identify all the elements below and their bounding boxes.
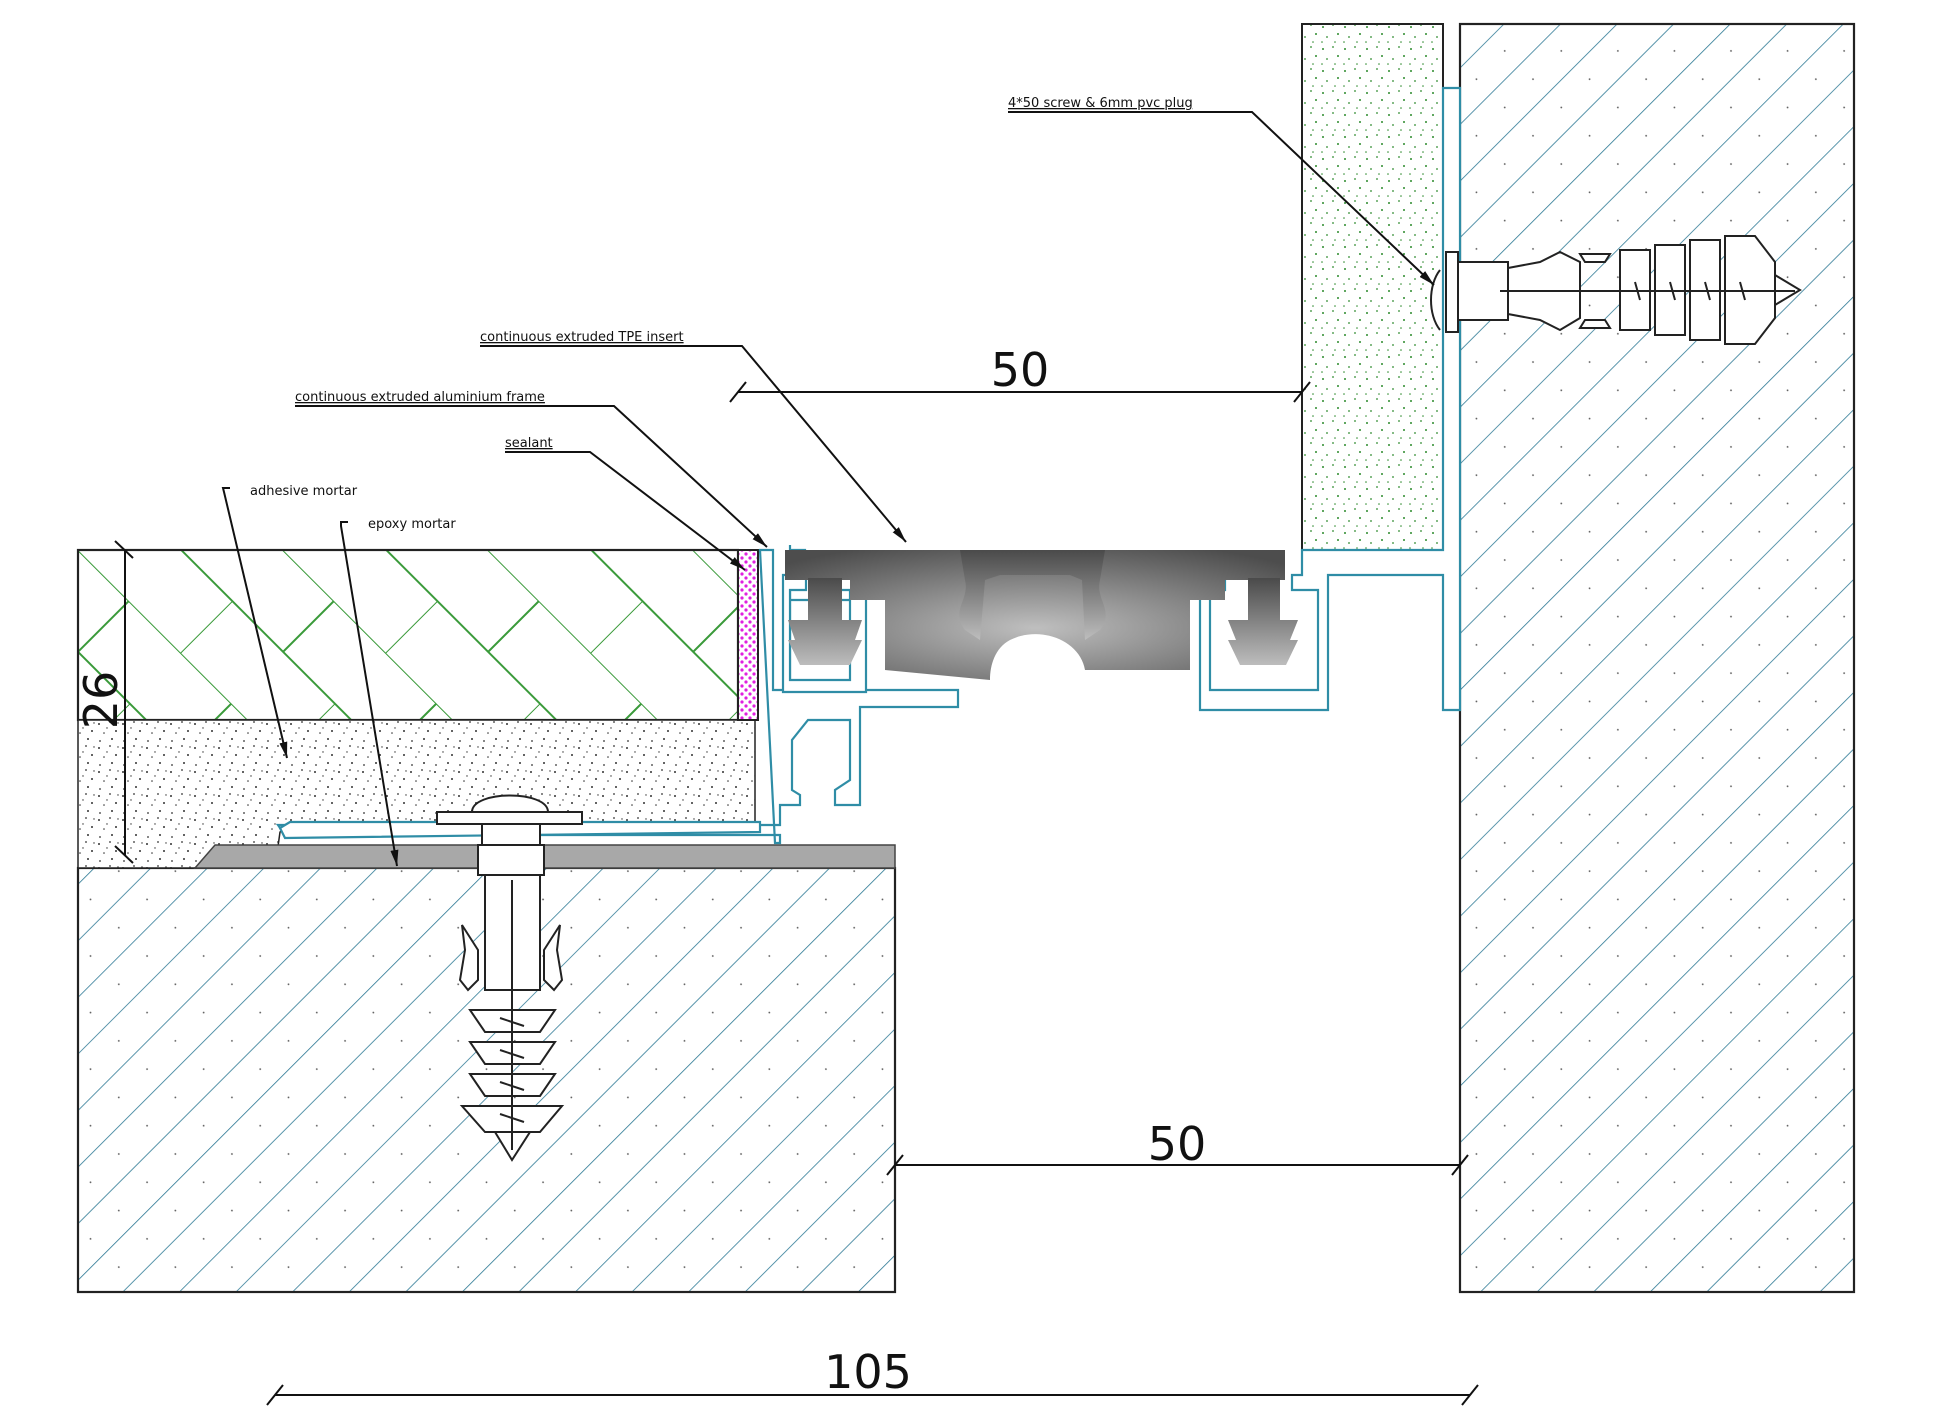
dim-gap-top-text: 50 [991, 343, 1050, 397]
tpe-insert-left-anchor [788, 578, 862, 665]
right-concrete-wall [1458, 22, 1856, 1294]
leader-adhesive-mortar: adhesive mortar [221, 484, 358, 759]
floor-screw-plug [436, 794, 583, 1162]
dim-height-left-text: 26 [74, 671, 128, 730]
label-adhesive-mortar: adhesive mortar [250, 484, 358, 499]
leader-aluminium-frame: continuous extruded aluminium frame [295, 390, 768, 548]
dimension-gap-top: 50 [729, 343, 1311, 403]
wall-screw-plug [1430, 235, 1802, 345]
tpe-insert-bulb [959, 550, 1106, 640]
label-epoxy-mortar: epoxy mortar [368, 517, 456, 532]
wall-render-layer [1301, 23, 1444, 551]
dim-overall-width-text: 105 [824, 1345, 912, 1399]
leader-sealant: sealant [505, 436, 746, 571]
dimension-gap-bottom: 50 [886, 1117, 1469, 1176]
label-tpe-insert: continuous extruded TPE insert [480, 330, 684, 345]
leader-epoxy-mortar: epoxy mortar [340, 517, 456, 867]
dimension-overall-width: 105 [266, 1345, 1479, 1406]
leader-tpe-insert: continuous extruded TPE insert [480, 330, 907, 543]
label-sealant: sealant [505, 436, 553, 451]
dimension-height-left: 26 [74, 540, 134, 864]
dim-gap-bottom-text: 50 [1148, 1117, 1207, 1171]
floor-tile [76, 548, 740, 722]
leader-screw-plug: 4*50 screw & 6mm pvc plug [1008, 96, 1435, 286]
tpe-insert-right-anchor [1228, 578, 1298, 665]
sealant-strip [737, 549, 759, 721]
label-aluminium-frame: continuous extruded aluminium frame [295, 390, 545, 405]
tpe-insert [785, 550, 1285, 680]
label-screw-plug: 4*50 screw & 6mm pvc plug [1008, 96, 1193, 111]
